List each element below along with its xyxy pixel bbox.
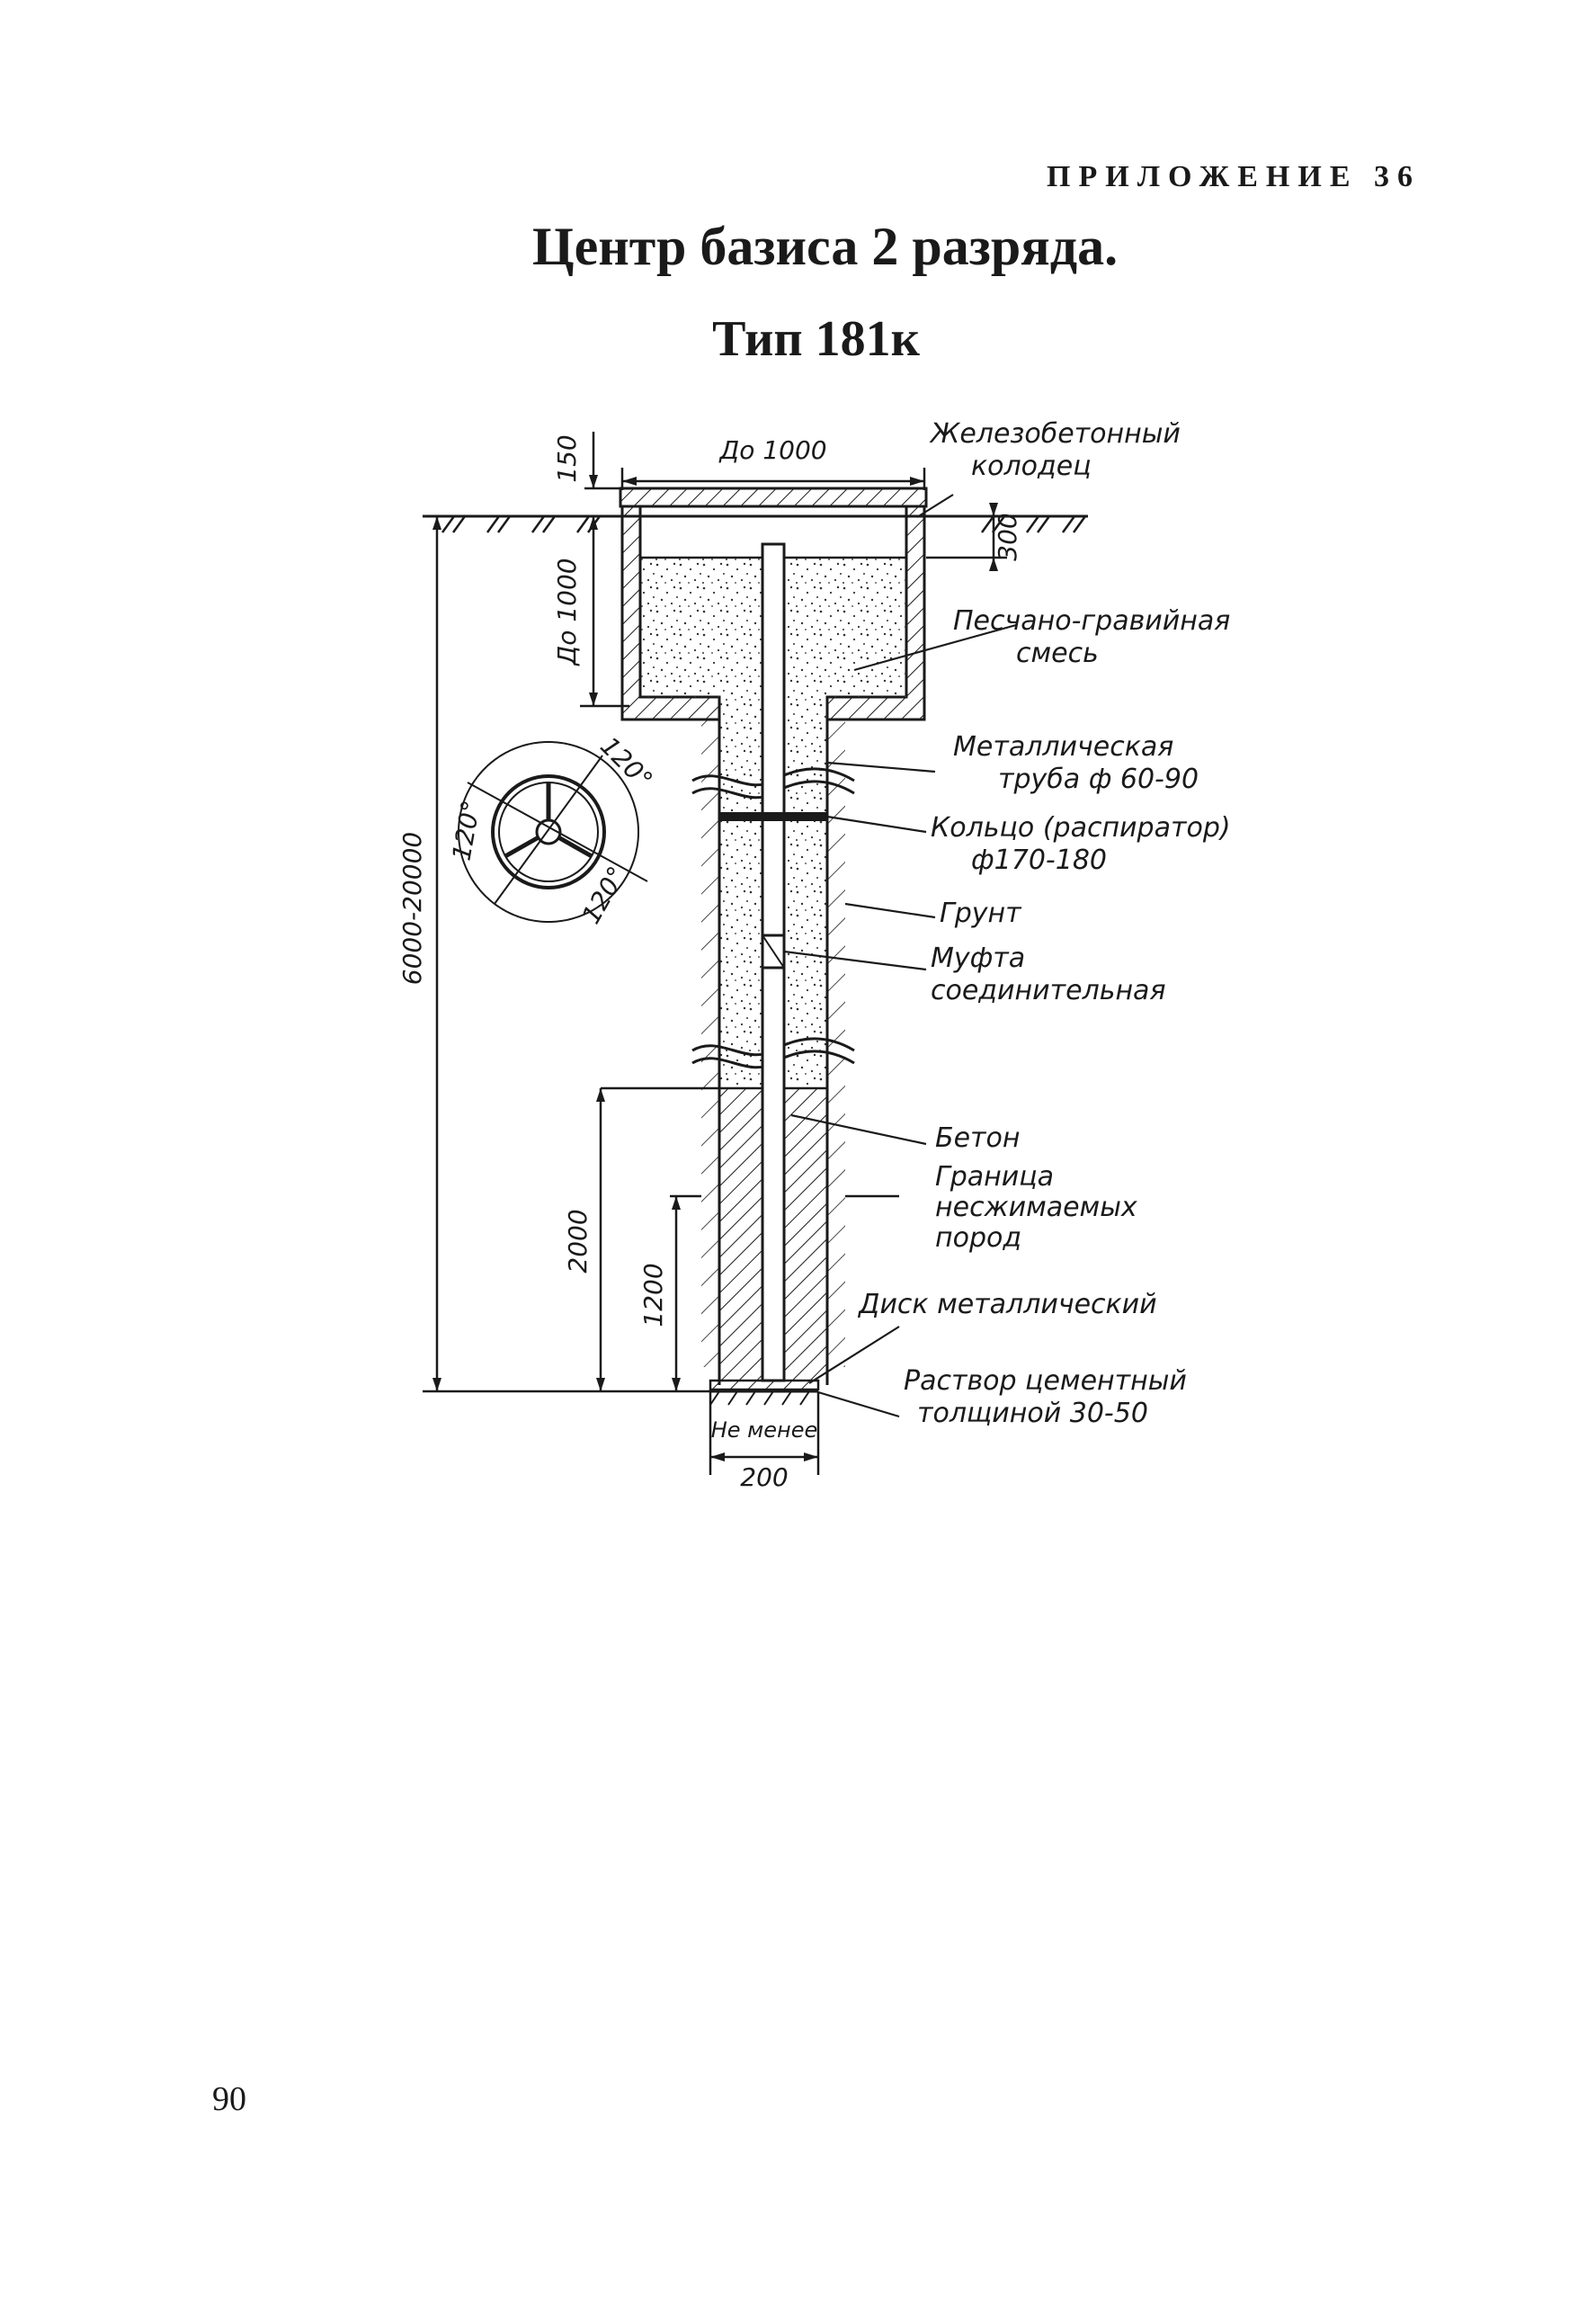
dimension-lines	[423, 432, 1007, 1475]
leader-lines	[783, 494, 1017, 1418]
dim-well-depth: До 1000	[552, 558, 582, 666]
page-title: Центр базиса 2 разряда.	[531, 217, 1119, 276]
ring-spreader	[719, 812, 827, 821]
base-disk-and-mortar	[709, 1379, 820, 1406]
label-rock-boundary: Граница несжимаемых пород	[935, 1161, 1146, 1254]
dim-min-width: 200	[740, 1462, 788, 1492]
pipe-cross-section	[458, 741, 648, 923]
angle-label-top: 120°	[594, 731, 658, 795]
label-concrete: Бетон	[935, 1122, 1020, 1154]
dim-total-depth: 6000-20000	[397, 832, 427, 985]
angle-label-left: 120°	[447, 798, 486, 863]
metal-pipe	[761, 542, 786, 1382]
dim-min-width-label: Не менее	[711, 1417, 818, 1443]
dim-cover-thickness: 150	[552, 434, 582, 482]
label-well: Железобетонный колодец	[929, 418, 1189, 482]
angle-label-bottom: 120°	[576, 862, 632, 929]
page-subtitle: Тип 181к	[712, 311, 920, 367]
label-soil: Грунт	[940, 898, 1022, 929]
page-number: 90	[212, 2080, 246, 2118]
dim-concrete-depth: 2000	[563, 1209, 593, 1273]
ground-surface	[423, 514, 1088, 533]
well-cover	[619, 487, 928, 508]
label-disk: Диск металлический	[857, 1289, 1157, 1320]
dimension-arrows	[432, 475, 998, 1461]
label-coupling: Муфта соединительная	[931, 943, 1166, 1006]
dim-stable-rock-depth: 1200	[638, 1263, 668, 1327]
label-ring: Кольцо (распиратор) ф170-180	[931, 812, 1239, 876]
label-mortar: Раствор цементный толщиной 30-50	[904, 1365, 1195, 1429]
appendix-heading: ПРИЛОЖЕНИЕ 36	[1047, 160, 1421, 193]
dim-ground-offset: 300	[993, 513, 1022, 560]
label-sand-gravel: Песчано-гравийная смесь	[953, 605, 1239, 669]
label-pipe: Металлическая труба ф 60-90	[953, 731, 1199, 795]
dim-well-width: До 1000	[718, 435, 826, 465]
